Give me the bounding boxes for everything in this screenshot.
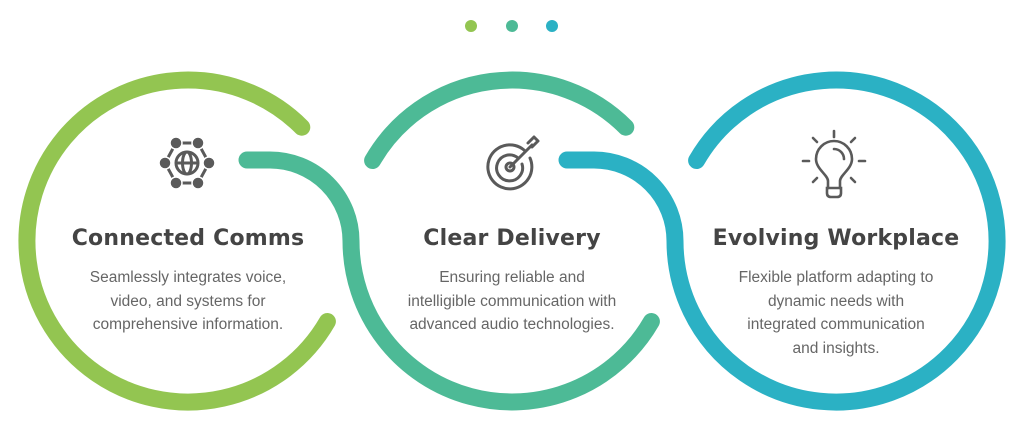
item-title: Clear Delivery <box>423 226 601 251</box>
description-line: and insights. <box>792 339 880 357</box>
description-line: Flexible platform adapting to <box>738 269 934 286</box>
item-title: Evolving Workplace <box>712 226 960 251</box>
ring-green <box>18 71 336 411</box>
ring-teal-top <box>364 71 635 169</box>
lightbulb-icon <box>801 129 867 199</box>
target-arrow-icon <box>486 135 540 191</box>
item-description: Flexible platform adapting to dynamic ne… <box>686 266 986 360</box>
item-description: Ensuring reliable and intelligible commu… <box>362 266 662 337</box>
description-line: dynamic needs with <box>767 292 905 310</box>
description-line: intelligible communication with <box>407 292 617 310</box>
pager-dot-3 <box>546 20 558 32</box>
pager-dot-1 <box>465 20 477 32</box>
description-line: Ensuring reliable and <box>439 269 585 286</box>
description-line: integrated communication <box>747 316 925 333</box>
description-line: comprehensive information. <box>92 316 284 333</box>
network-globe-icon <box>158 136 216 190</box>
ring-teal-bottom <box>238 151 660 411</box>
description-line: video, and systems for <box>110 292 266 310</box>
ring-cyan <box>558 71 1006 411</box>
pager-dot-2 <box>506 20 518 32</box>
item-description: Seamlessly integrates voice, video, and … <box>38 266 338 337</box>
description-line: Seamlessly integrates voice, <box>89 269 287 286</box>
description-line: advanced audio technologies. <box>409 316 615 333</box>
item-title: Connected Comms <box>71 226 305 251</box>
